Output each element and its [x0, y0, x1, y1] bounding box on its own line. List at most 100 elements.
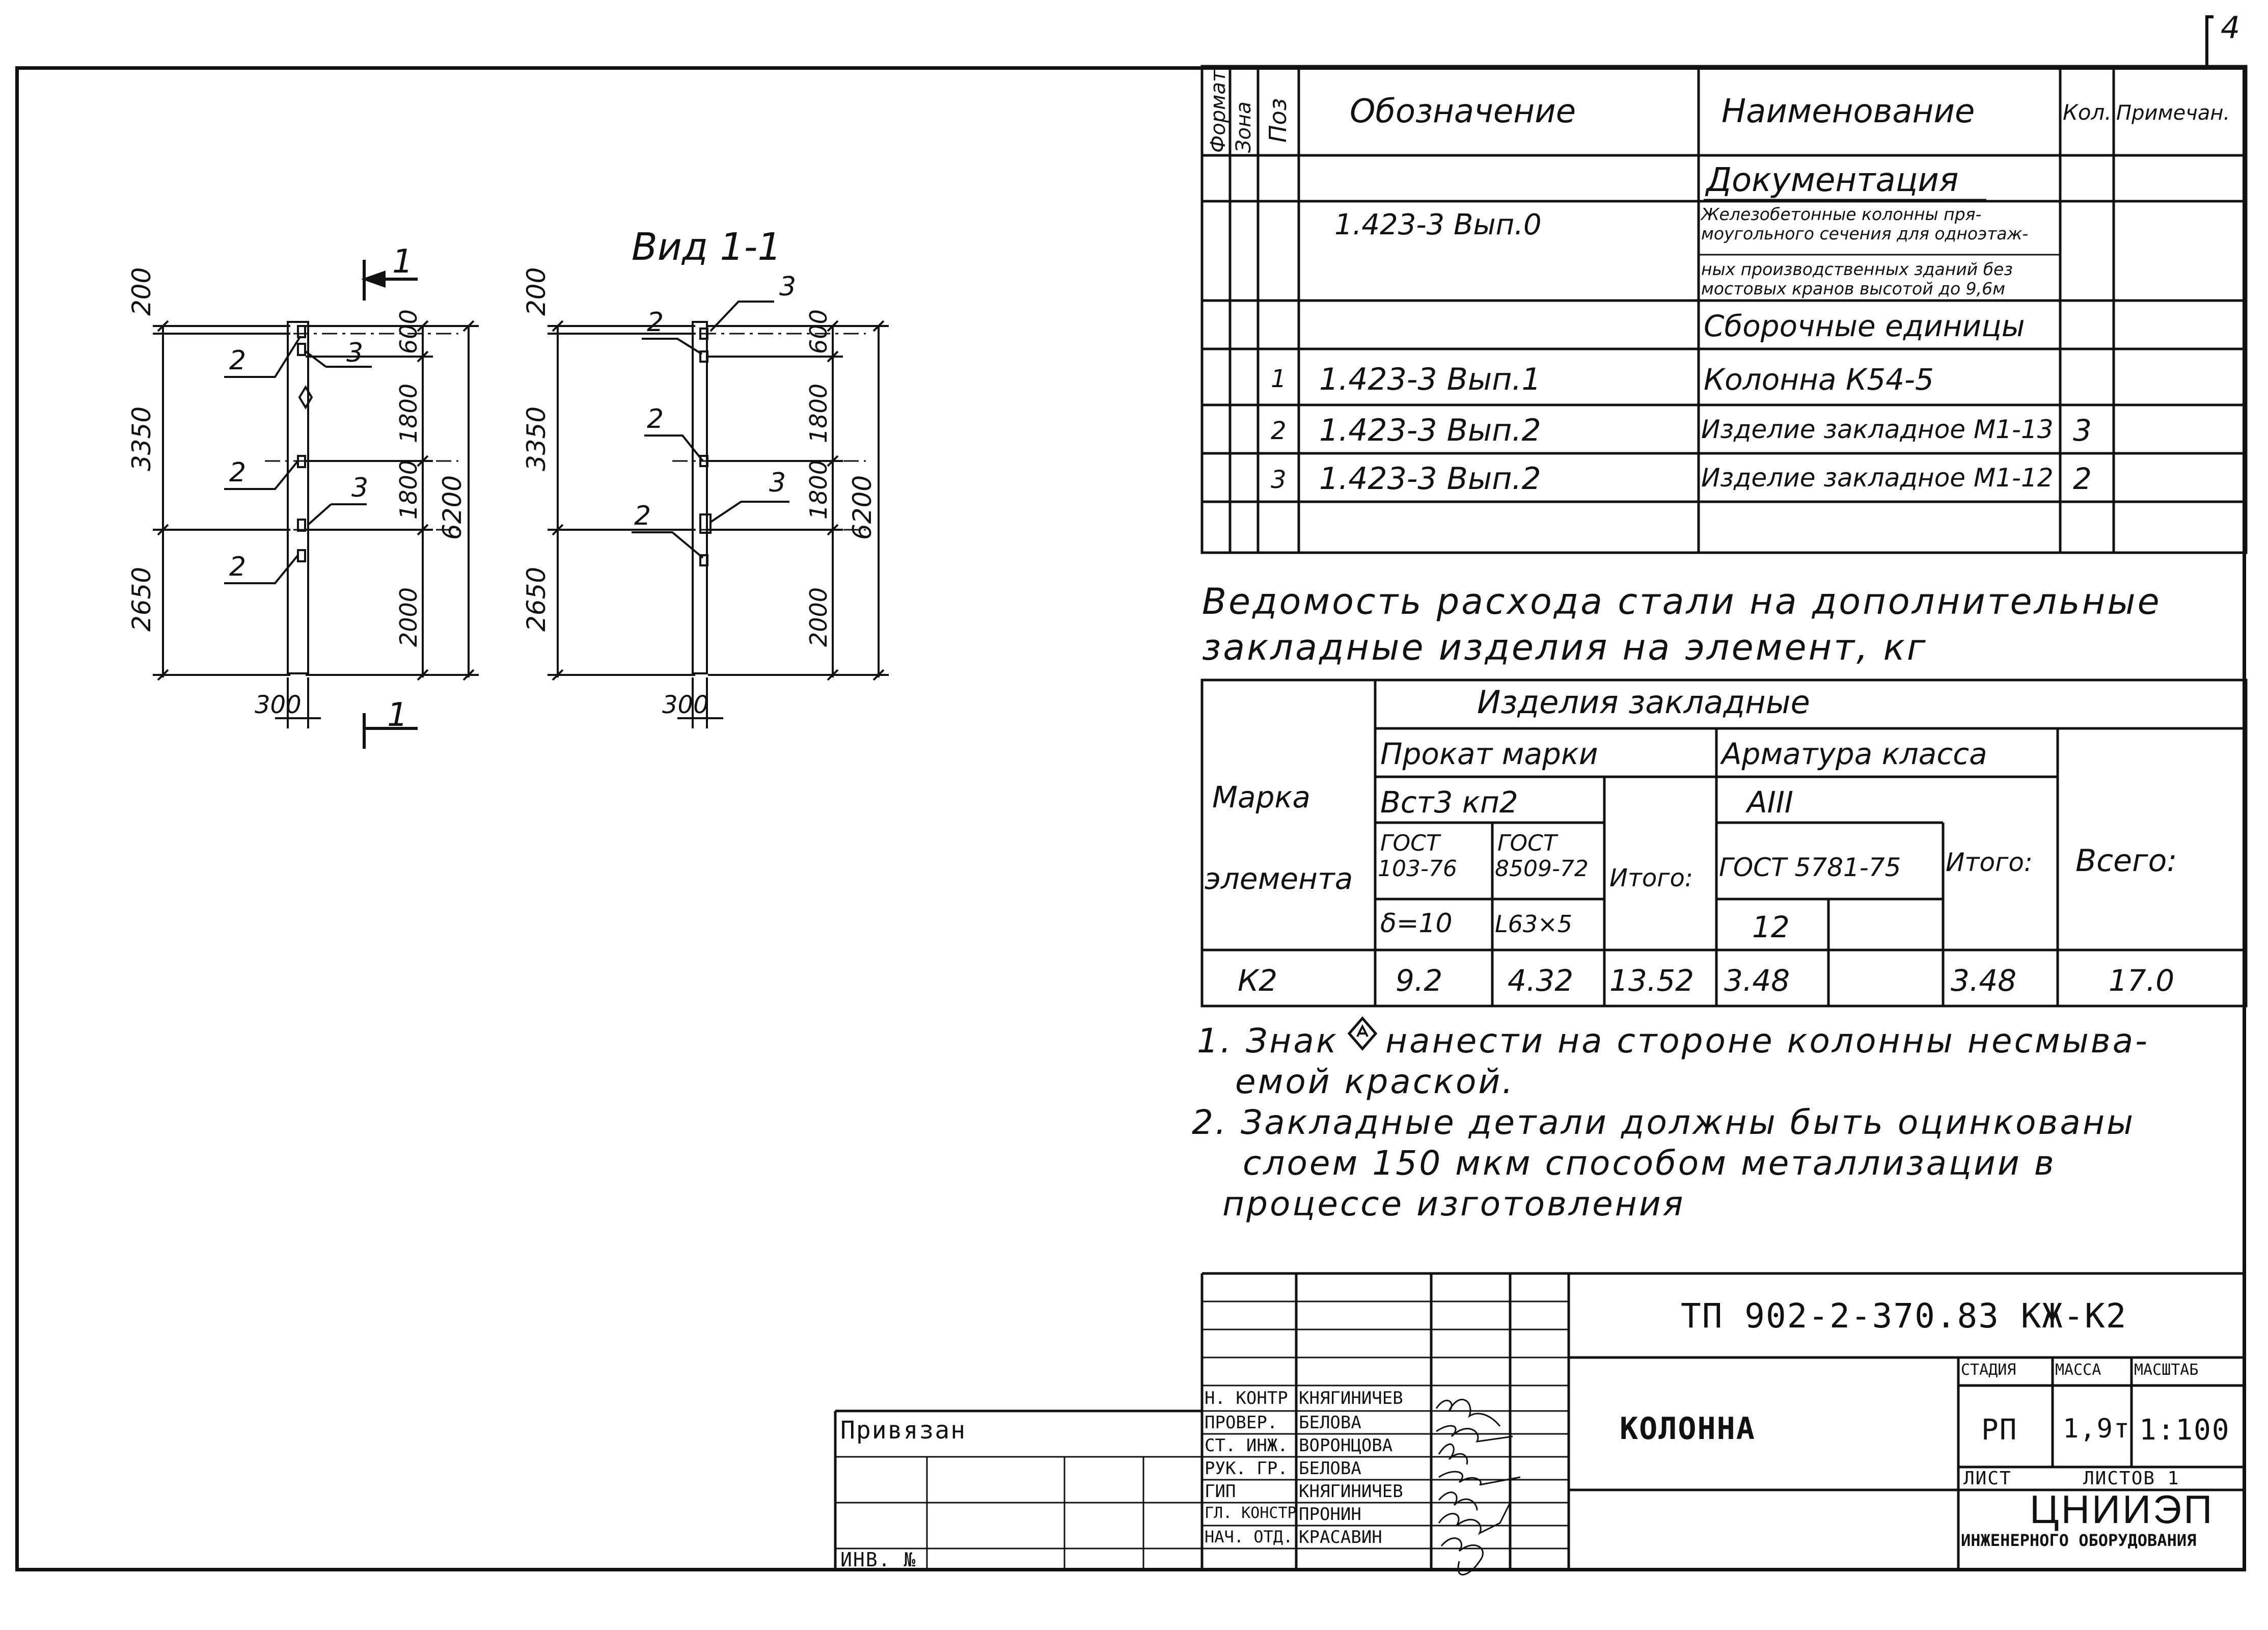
- inv-label: ИНВ. №: [840, 1548, 917, 1571]
- embedded-part-mark: [297, 519, 306, 532]
- callout2-2b: 2: [647, 404, 664, 434]
- val-7: 17.0: [2109, 963, 2174, 998]
- row-name: Изделие закладное М1-12: [1701, 463, 2054, 493]
- steel-title-2: закладные изделия на элемент, кг: [1202, 627, 1928, 668]
- view-title: Вид 1-1: [632, 225, 781, 269]
- h-prokat: Прокат марки: [1380, 737, 1598, 771]
- h-itogo1: Итого:: [1609, 864, 1693, 892]
- steel-table-grid: Изделия закладные Прокат марки Арматура …: [1200, 678, 2248, 1008]
- h-gost2-num: 8509-72: [1495, 856, 1589, 882]
- spec-table-grid: Формат Зона Поз Обозначение Наименование…: [1200, 65, 2248, 554]
- person-name: КРАСАВИН: [1299, 1527, 1382, 1547]
- dim2-3350: 3350: [522, 406, 551, 471]
- dim-600: 600: [395, 309, 422, 354]
- val-6: 3.48: [1951, 963, 2016, 998]
- note-2a: 2. Закладные детали должны быть оцинкова…: [1192, 1103, 2136, 1142]
- callout2-2: 2: [647, 307, 664, 338]
- row-designation: 1.423-3 Вып.1: [1319, 362, 1541, 397]
- h-mark: Марка: [1212, 780, 1310, 814]
- callout-3: 3: [346, 338, 363, 368]
- scale-header: МАСШТАБ: [2134, 1361, 2199, 1379]
- val-4: 3.48: [1724, 963, 1790, 998]
- h-gost3: ГОСТ 5781-75: [1719, 853, 1901, 882]
- note-1c: емой краской.: [1235, 1062, 1515, 1101]
- h-gost2: ГОСТ: [1497, 830, 1559, 856]
- column-side-view: [692, 321, 708, 674]
- row-qty: 2: [2073, 461, 2092, 496]
- callout-2b: 2: [229, 457, 246, 488]
- h-vsego: Всего:: [2075, 843, 2177, 879]
- row-designation: 1.423-3 Вып.2: [1319, 461, 1541, 497]
- dim2-300: 300: [662, 691, 709, 719]
- header-pos: Поз: [1264, 98, 1292, 143]
- title-code: ТП 902-2-370.83 КЖ-К2: [1681, 1296, 2127, 1336]
- h-aiii: АIII: [1745, 785, 1793, 820]
- embedded-part-mark: [297, 343, 306, 356]
- mass-header: МАССА: [2055, 1361, 2101, 1379]
- org-subtitle: ИНЖЕНЕРНОГО ОБОРУДОВАНИЯ: [1961, 1531, 2197, 1550]
- header-note: Примечан.: [2116, 101, 2230, 125]
- row-name: Изделие закладное М1-13: [1701, 415, 2054, 444]
- header-name: Наименование: [1722, 93, 1975, 130]
- val-2: 4.32: [1508, 963, 1573, 998]
- row-pos: 3: [1271, 466, 1287, 494]
- doc-name-line: мостовых кранов высотой до 9,6м: [1701, 279, 2005, 298]
- signatures: [1435, 1399, 1521, 1575]
- person-name: ПРОНИН: [1299, 1504, 1361, 1525]
- header-qty: Кол.: [2063, 100, 2112, 125]
- role-label: Н. КОНТР: [1205, 1388, 1288, 1408]
- role-label: ГЛ. КОНСТР: [1205, 1504, 1297, 1522]
- row-pos: 1: [1271, 365, 1287, 393]
- privyazan-label: Привязан: [840, 1416, 967, 1445]
- sheet-label: ЛИСТ: [1963, 1468, 2012, 1489]
- person-name: ВОРОНЦОВА: [1299, 1435, 1393, 1456]
- callout-3b: 3: [351, 473, 368, 503]
- note-1b: нанести на стороне колонны несмыва-: [1385, 1021, 2149, 1061]
- column-elevation: [287, 321, 309, 674]
- header-zone: Зона: [1232, 101, 1255, 153]
- org-name: ЦНИИЭП: [2030, 1487, 2215, 1532]
- dim2-200: 200: [522, 267, 551, 316]
- dim2-6200: 6200: [848, 475, 877, 540]
- person-name: БЕЛОВА: [1299, 1412, 1361, 1433]
- dim2-2650: 2650: [522, 567, 551, 632]
- role-label: ПРОВЕР.: [1205, 1412, 1278, 1433]
- embedded-part-mark: [297, 325, 306, 338]
- person-name: КНЯГИНИЧЕВ: [1299, 1388, 1403, 1408]
- header-designation: Обозначение: [1350, 93, 1576, 130]
- dim2-1800b: 1800: [805, 460, 832, 520]
- column-drawing: Вид 1-1 1 1 200 3350 2650 600 1800 1800 …: [127, 225, 889, 749]
- dim-3350: 3350: [127, 406, 156, 471]
- section-mark-bottom: 1: [387, 696, 408, 734]
- note-2c: процессе изготовления: [1222, 1184, 1685, 1224]
- title-name: КОЛОННА: [1620, 1411, 1756, 1447]
- val-1: 9.2: [1396, 963, 1442, 998]
- dim-2650: 2650: [127, 567, 156, 632]
- row-qty: 3: [2073, 413, 2092, 448]
- h-armatura: Арматура класса: [1719, 737, 1987, 771]
- stage-header: СТАДИЯ: [1961, 1361, 2016, 1379]
- sheet-number: 4: [2221, 10, 2240, 46]
- row-designation: 1.423-3 Вып.2: [1319, 413, 1541, 448]
- role-label: СТ. ИНЖ.: [1205, 1435, 1288, 1456]
- callout2-3b: 3: [769, 468, 786, 498]
- h-angle: L63×5: [1495, 910, 1572, 938]
- sheets-label: ЛИСТОВ 1: [2083, 1468, 2180, 1489]
- role-label: РУК. ГР.: [1205, 1458, 1288, 1479]
- doc-name-line: моугольного сечения для одноэтаж-: [1701, 224, 2028, 243]
- dim2-1800: 1800: [805, 384, 832, 443]
- person-name: КНЯГИНИЧЕВ: [1299, 1481, 1403, 1502]
- doc-name-line: Железобетонные колонны пря-: [1700, 204, 1981, 224]
- stage-value: РП: [1981, 1414, 2018, 1447]
- dim-1800: 1800: [395, 384, 422, 443]
- note-1a: 1. Знак: [1197, 1021, 1338, 1061]
- h-delta: δ=10: [1380, 908, 1453, 939]
- h-vst: Вст3 кп2: [1380, 785, 1518, 820]
- person-name: БЕЛОВА: [1299, 1458, 1361, 1479]
- h-gost1-num: 103-76: [1378, 856, 1457, 882]
- h-element: элемента: [1205, 861, 1353, 896]
- section-docs: Документация: [1705, 161, 1958, 199]
- role-label: НАЧ. ОТД.: [1205, 1527, 1293, 1546]
- section-mark-top: 1: [392, 243, 413, 281]
